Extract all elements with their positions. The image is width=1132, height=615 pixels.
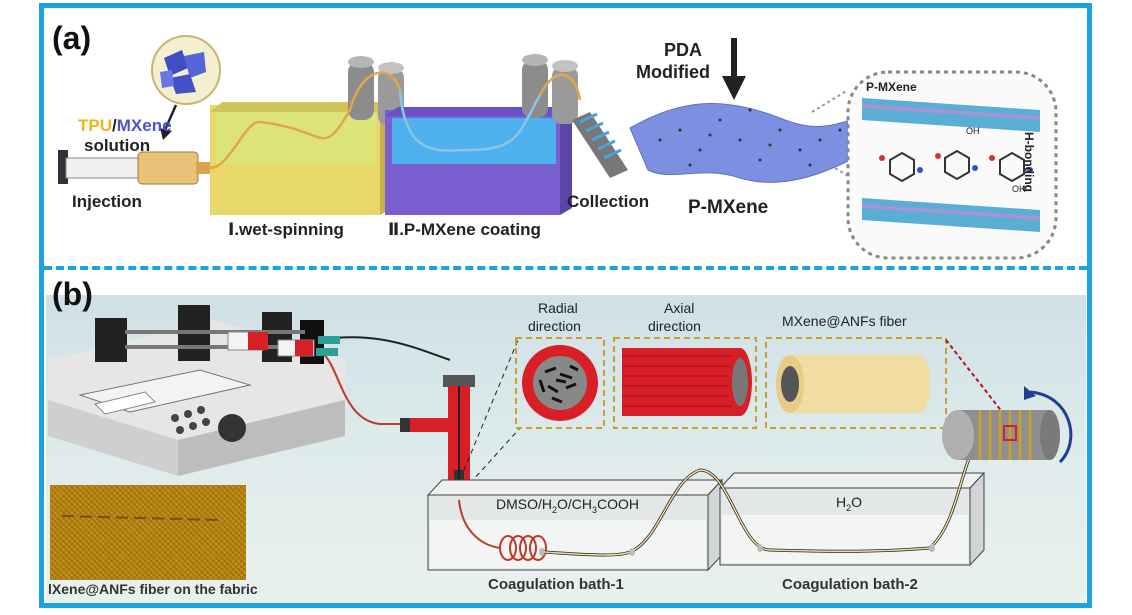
- injection-label: Injection: [72, 192, 142, 211]
- panel-divider: [44, 266, 1087, 270]
- radial-cross-section: [522, 345, 598, 421]
- oh-label-2: OH: [1012, 184, 1026, 194]
- axial-label-1: Axial: [664, 300, 695, 316]
- oh-label-1: OH: [966, 126, 980, 136]
- solution-label: TPU/MXene: [78, 116, 172, 136]
- fiber-label: MXene@ANFs fiber: [782, 313, 907, 329]
- down-arrow-icon: [722, 38, 746, 100]
- radial-label-2: direction: [528, 318, 581, 334]
- collection-label: Collection: [567, 192, 650, 211]
- h-bonding-label: H-bonding: [1022, 132, 1036, 192]
- h-bonding-inset: [846, 70, 1058, 260]
- water-part-1: H: [836, 494, 847, 510]
- radial-label-1: Radial: [538, 300, 578, 316]
- mxene-anfs-fiber: [776, 355, 930, 413]
- mxene-label: MXene: [116, 116, 172, 135]
- mxene-magnified-icon: [151, 35, 221, 140]
- panel-b-letter: (b): [52, 276, 93, 312]
- panel-a-letter: (a): [52, 20, 92, 56]
- solvent-sub-2: 3: [592, 504, 598, 515]
- fiber-box: [765, 337, 947, 429]
- fabric-texture: [50, 485, 246, 580]
- modified-label: Modified: [636, 62, 710, 82]
- fabric-photo: [50, 485, 246, 580]
- syringe-icon: [58, 150, 210, 185]
- solution-word: solution: [84, 136, 151, 155]
- syringe-pump: [48, 305, 345, 476]
- axial-label-2: direction: [648, 318, 701, 334]
- bath-2-label: Coagulation bath-2: [782, 576, 918, 593]
- step-2-label: Ⅱ.P-MXene coating: [388, 220, 541, 239]
- solvent-part-1: DMSO/H: [496, 496, 552, 512]
- inset-title: P-MXene: [866, 80, 917, 94]
- roller-set-1: [348, 56, 404, 126]
- axial-cross-section: [622, 348, 752, 416]
- water-sub: 2: [846, 502, 852, 513]
- pda-label: PDA: [664, 40, 703, 60]
- coagulation-bath-2: [718, 471, 986, 567]
- step-1-label: Ⅰ.wet-spinning: [228, 220, 344, 239]
- fabric-caption: lXene@ANFs fiber on the fabric: [48, 581, 258, 597]
- radial-box: [515, 337, 605, 429]
- roller-set-2: [522, 54, 578, 124]
- slash-label: /: [112, 116, 117, 135]
- axial-box: [613, 337, 757, 429]
- collection-spool: [572, 112, 628, 178]
- water-label: H2O: [836, 494, 862, 513]
- solvent-label: DMSO/H2O/CH3COOH: [496, 496, 639, 515]
- solvent-part-2: O/CH: [557, 496, 593, 512]
- collection-roller: [942, 386, 1073, 464]
- solvent-part-3: COOH: [597, 496, 640, 512]
- tpu-label: TPU: [78, 116, 112, 135]
- water-part-2: O: [851, 494, 863, 510]
- bath-1-label: Coagulation bath-1: [488, 576, 624, 593]
- solvent-sub-1: 2: [552, 504, 558, 515]
- coagulation-bath-1: [426, 478, 724, 572]
- p-mxene-label: P-MXene: [688, 197, 769, 218]
- figure-frame: [39, 3, 1092, 608]
